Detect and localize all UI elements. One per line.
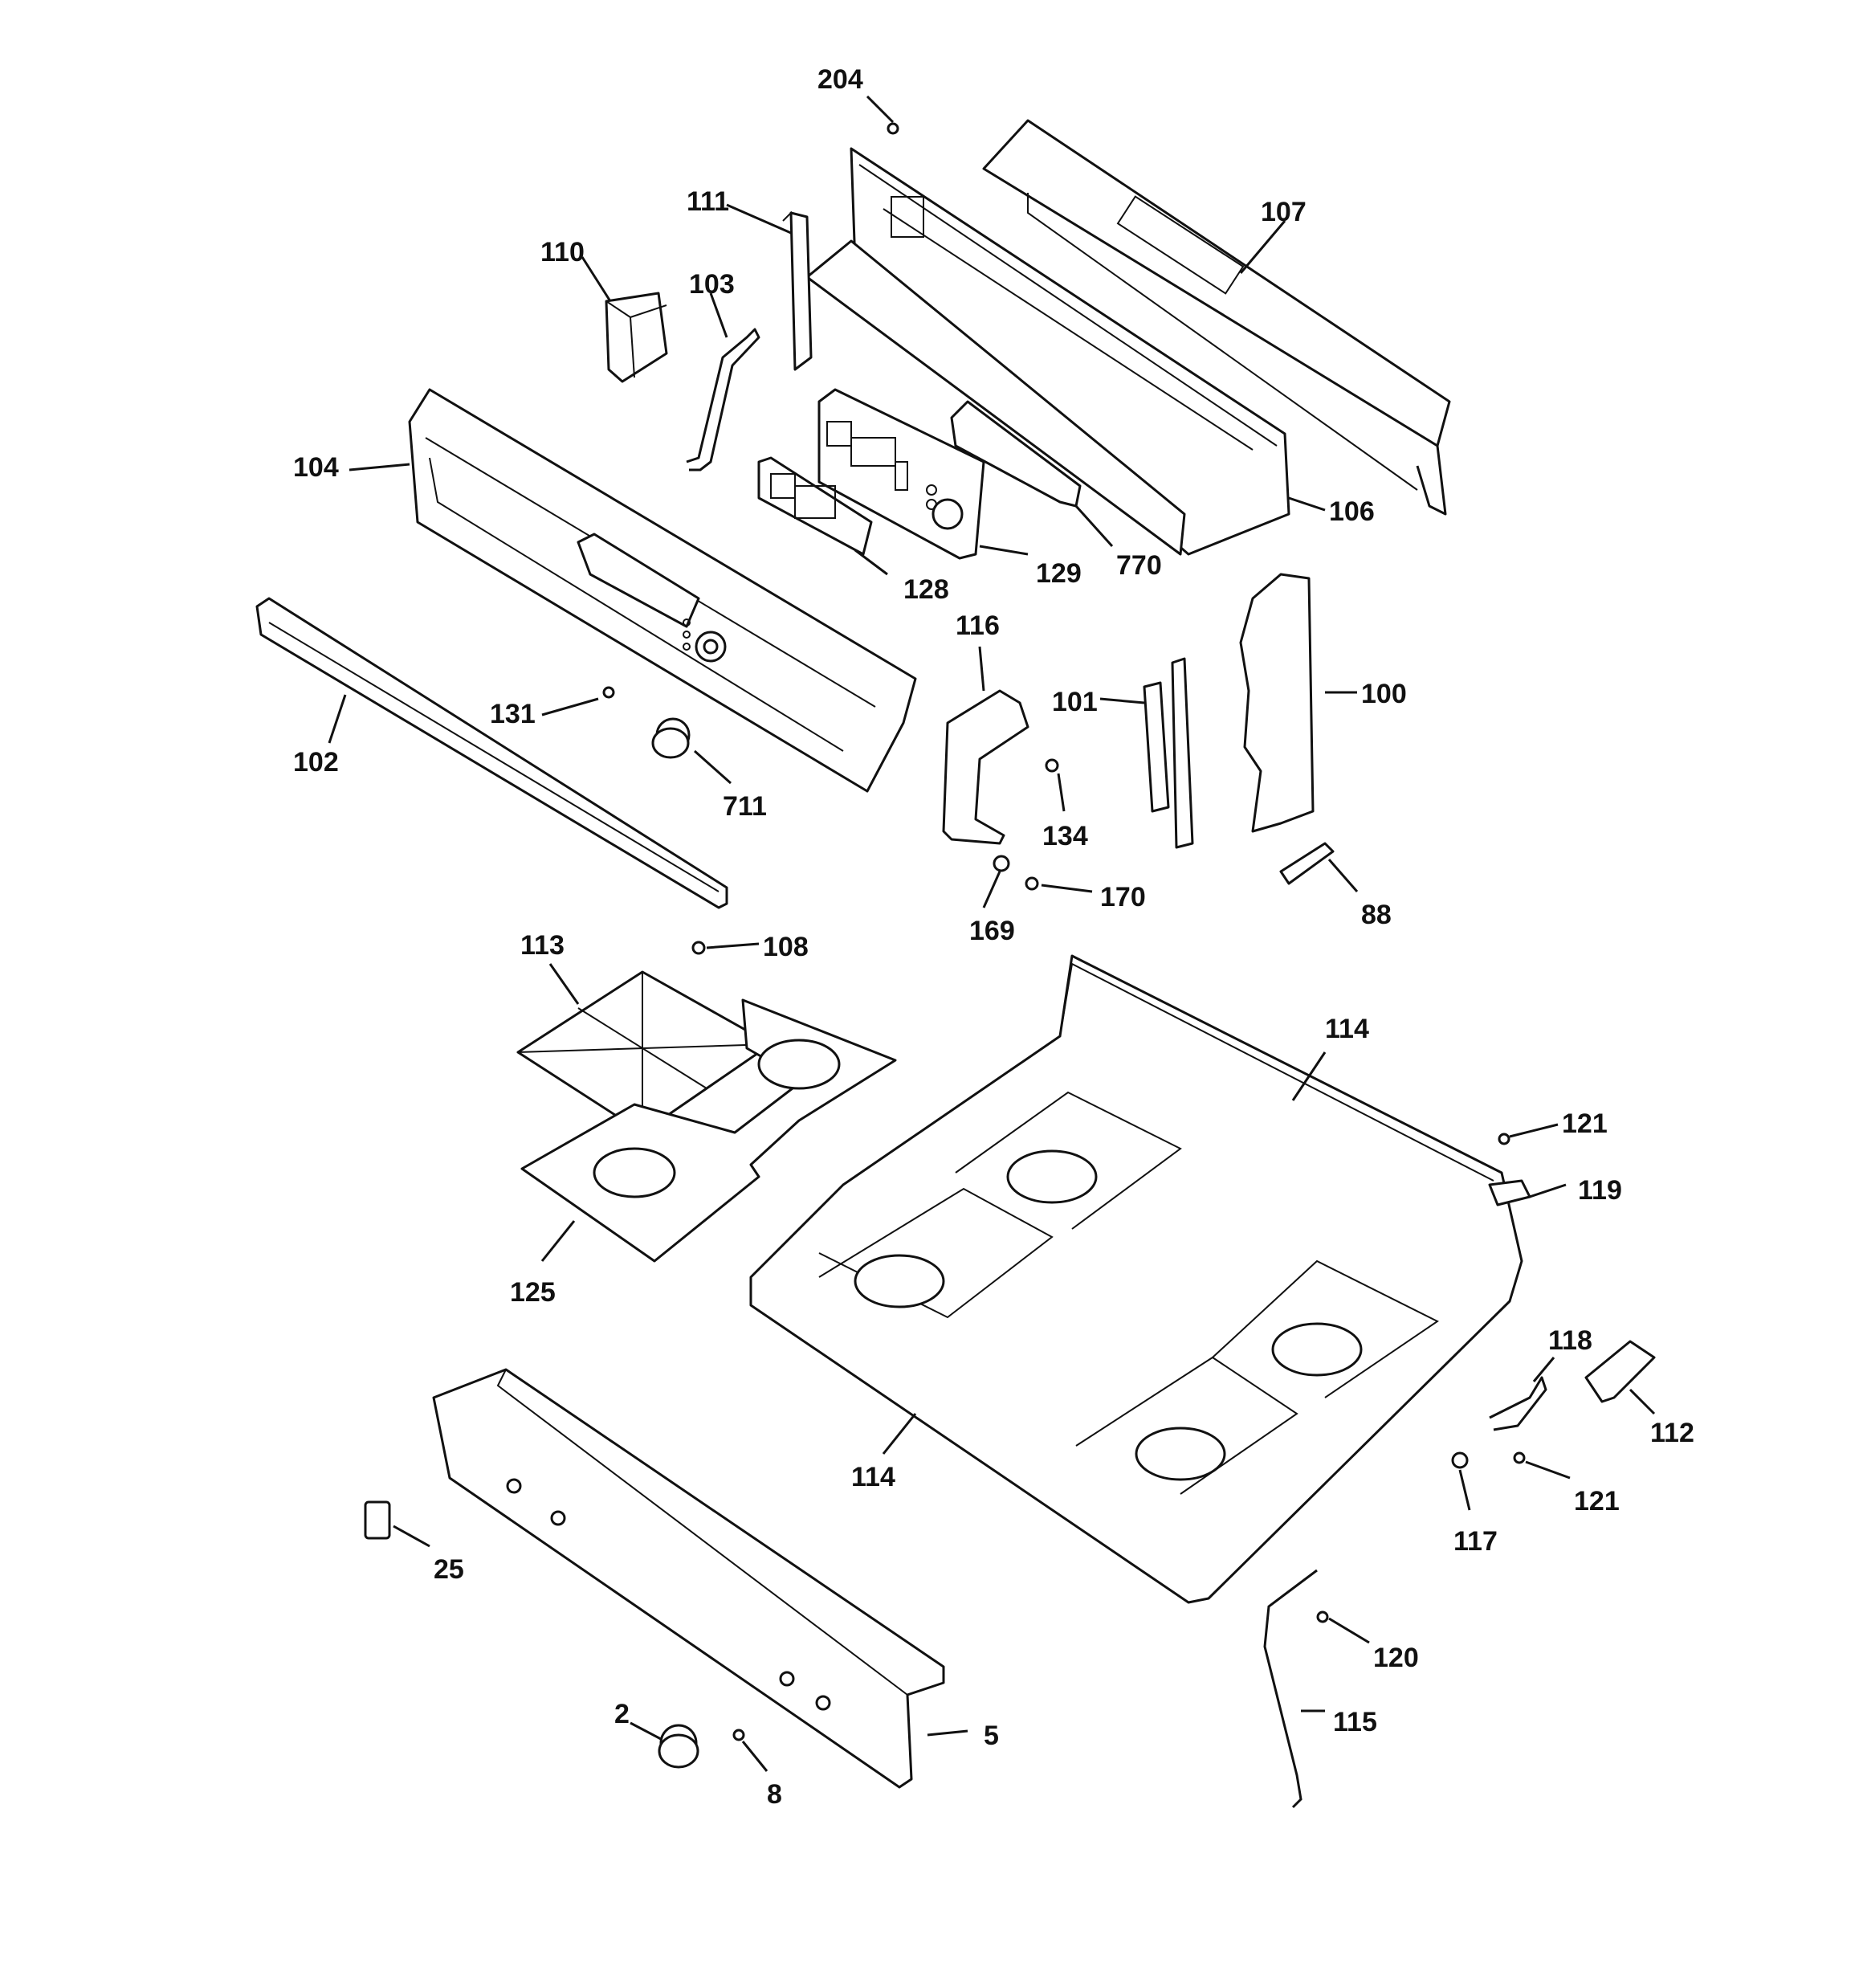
callout-111: 111 xyxy=(687,186,729,217)
part-128-overlay xyxy=(757,456,873,556)
callout-169: 169 xyxy=(969,916,1015,946)
part-112-hinge xyxy=(1584,1340,1656,1403)
part-711-knob xyxy=(651,717,691,759)
callout-114-top: 114 xyxy=(1325,1014,1369,1044)
callout-103: 103 xyxy=(689,269,735,300)
callout-112: 112 xyxy=(1650,1418,1694,1448)
part-108-screw xyxy=(691,941,706,955)
part-2-knob xyxy=(658,1724,699,1769)
leader-lines xyxy=(328,95,1656,1772)
part-5-manifold-panel xyxy=(432,1368,945,1789)
callout-107: 107 xyxy=(1261,197,1307,227)
part-131-knob-stem xyxy=(602,686,615,699)
callout-121-bottom: 121 xyxy=(1574,1486,1620,1517)
part-118-bracket xyxy=(1489,1376,1547,1431)
callout-204: 204 xyxy=(817,64,863,95)
part-110-module xyxy=(605,292,668,383)
callout-88: 88 xyxy=(1361,900,1392,930)
callout-119: 119 xyxy=(1578,1175,1622,1206)
callout-131: 131 xyxy=(490,699,536,729)
callout-114-bottom: 114 xyxy=(851,1462,895,1492)
callout-118: 118 xyxy=(1548,1325,1592,1356)
part-25-switch xyxy=(364,1500,391,1540)
part-121-screw-bottom xyxy=(1513,1451,1526,1464)
callout-108: 108 xyxy=(763,932,809,962)
callout-5: 5 xyxy=(984,1721,999,1751)
part-134-screw xyxy=(1045,758,1059,773)
part-88-strip xyxy=(1279,842,1335,885)
callout-labels: 204 111 107 110 103 104 106 770 129 128 … xyxy=(293,64,1694,1810)
callout-113: 113 xyxy=(520,930,565,961)
callout-120: 120 xyxy=(1373,1643,1419,1673)
callout-121-top: 121 xyxy=(1562,1108,1608,1139)
callout-117: 117 xyxy=(1453,1526,1498,1557)
callout-104: 104 xyxy=(293,452,339,483)
callout-102: 102 xyxy=(293,747,339,778)
callout-125: 125 xyxy=(510,1277,556,1308)
part-107-top-cover xyxy=(982,119,1451,516)
callout-770: 770 xyxy=(1116,550,1162,581)
part-102-trim xyxy=(255,597,728,909)
part-111-bracket xyxy=(782,210,813,371)
part-125-burner-tray xyxy=(520,998,897,1263)
part-169-washer xyxy=(993,855,1010,872)
callout-8: 8 xyxy=(767,1779,782,1810)
part-117-nut xyxy=(1451,1451,1469,1469)
part-204-screw xyxy=(887,122,899,135)
callout-101: 101 xyxy=(1052,687,1098,717)
part-103-bracket xyxy=(686,328,760,471)
part-8-screw xyxy=(732,1729,745,1741)
callout-711: 711 xyxy=(723,791,767,822)
part-119-bracket xyxy=(1488,1179,1531,1206)
callout-170: 170 xyxy=(1100,882,1146,912)
part-100-end-cap xyxy=(1239,573,1315,833)
part-104-control-panel xyxy=(408,388,917,793)
part-121-screw-top xyxy=(1498,1133,1510,1145)
part-101-bracket xyxy=(1143,657,1194,849)
callout-134: 134 xyxy=(1042,821,1088,851)
callout-128: 128 xyxy=(903,574,949,605)
part-114-cooktop xyxy=(749,954,1523,1604)
callout-110: 110 xyxy=(540,237,585,267)
part-106-backguard xyxy=(805,147,1290,556)
callout-25: 25 xyxy=(434,1554,464,1585)
part-116-end-cap xyxy=(942,689,1029,845)
callout-129: 129 xyxy=(1036,558,1082,589)
part-115-rod xyxy=(1263,1569,1318,1809)
callout-100: 100 xyxy=(1361,679,1407,709)
callout-115: 115 xyxy=(1333,1707,1377,1737)
callout-116: 116 xyxy=(956,610,1000,641)
callout-106: 106 xyxy=(1329,496,1375,527)
part-129-control-board xyxy=(817,388,985,560)
part-170-screw xyxy=(1025,876,1039,891)
callout-2: 2 xyxy=(614,1699,630,1729)
part-120-screw xyxy=(1316,1610,1329,1623)
